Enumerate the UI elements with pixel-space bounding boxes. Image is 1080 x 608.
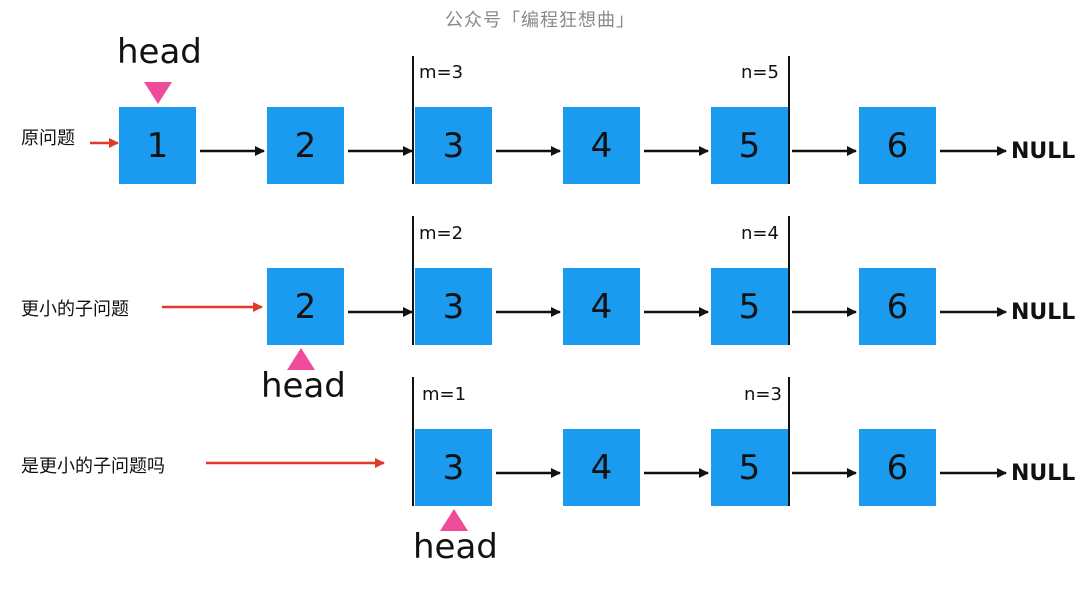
row3-null: NULL bbox=[1011, 461, 1076, 486]
row1-node-6: 6 bbox=[859, 107, 936, 184]
row2-node-6: 6 bbox=[859, 268, 936, 345]
row3-node-6: 6 bbox=[859, 429, 936, 506]
row1-n-label: n=5 bbox=[741, 62, 779, 83]
row3-node-5: 5 bbox=[711, 429, 788, 506]
row1-node-2: 2 bbox=[267, 107, 344, 184]
row3-label: 是更小的子问题吗 bbox=[21, 456, 165, 477]
row3-head-pointer bbox=[440, 509, 468, 531]
row2-n-boundary bbox=[788, 216, 790, 345]
row3-m-boundary bbox=[412, 377, 414, 506]
row3-node-4: 4 bbox=[563, 429, 640, 506]
row1-label: 原问题 bbox=[21, 128, 75, 149]
row2-head-pointer-shape bbox=[287, 348, 315, 370]
row2-m-label: m=2 bbox=[419, 223, 464, 244]
row3-m-label: m=1 bbox=[422, 384, 467, 405]
row1-node-3: 3 bbox=[415, 107, 492, 184]
row1-node-1: 1 bbox=[119, 107, 196, 184]
row1-node-4: 4 bbox=[563, 107, 640, 184]
row2-null: NULL bbox=[1011, 300, 1076, 325]
row3-node-3: 3 bbox=[415, 429, 492, 506]
row1-m-label: m=3 bbox=[419, 62, 464, 83]
row3-n-boundary bbox=[788, 377, 790, 506]
row1-null: NULL bbox=[1011, 139, 1076, 164]
row3-n-label: n=3 bbox=[744, 384, 782, 405]
watermark: 公众号「编程狂想曲」 bbox=[445, 10, 635, 31]
row2-node-5: 5 bbox=[711, 268, 788, 345]
row2-label: 更小的子问题 bbox=[21, 299, 129, 320]
row1-m-boundary bbox=[412, 56, 414, 184]
row2-n-label: n=4 bbox=[741, 223, 779, 244]
row2-m-boundary bbox=[412, 216, 414, 345]
row3-head-label: head bbox=[413, 527, 498, 567]
row1-n-boundary bbox=[788, 56, 790, 184]
row2-node-2: 2 bbox=[267, 268, 344, 345]
row1-head-pointer bbox=[144, 82, 172, 104]
row1-node-5: 5 bbox=[711, 107, 788, 184]
row1-head-label: head bbox=[117, 32, 202, 72]
row2-node-3: 3 bbox=[415, 268, 492, 345]
row2-head-label: head bbox=[261, 366, 346, 406]
row2-node-4: 4 bbox=[563, 268, 640, 345]
